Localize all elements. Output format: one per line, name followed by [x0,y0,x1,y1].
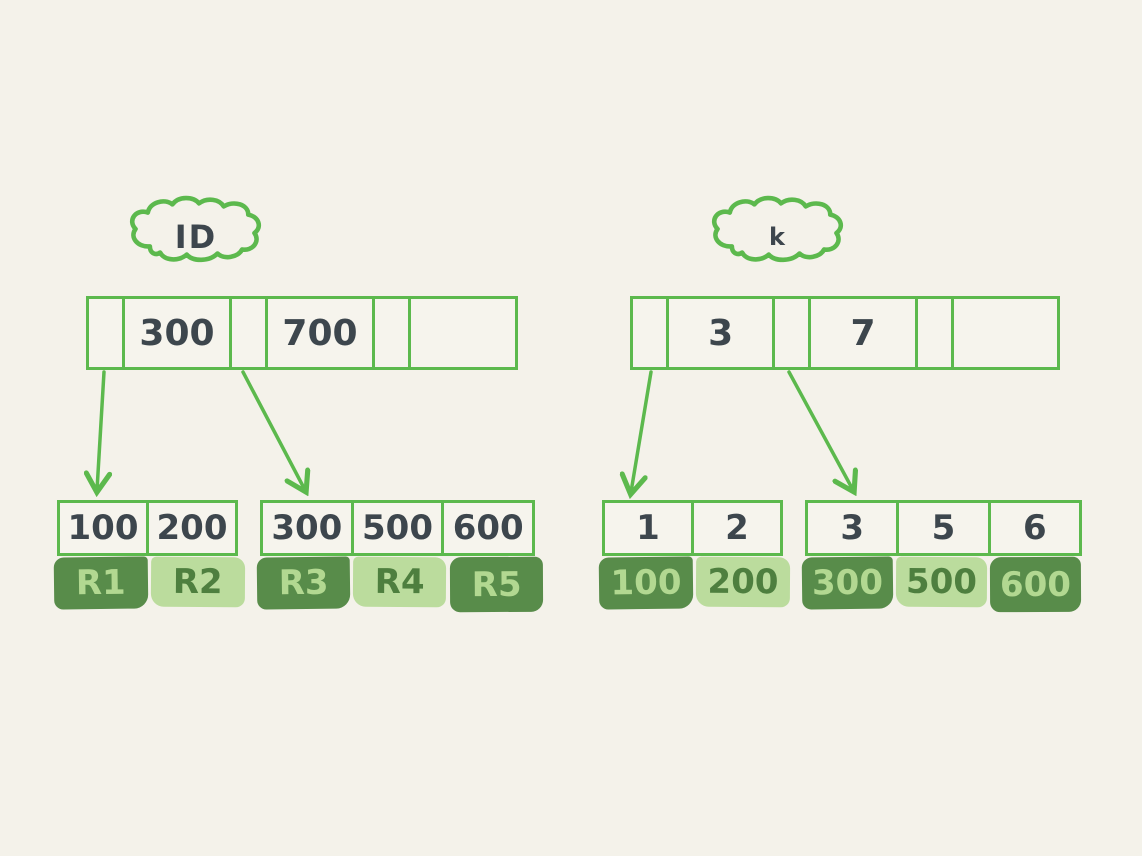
right-leaf1-value-2: 200 [695,556,791,608]
left-root-node: 300 700 [86,296,518,370]
right-index-label: k [769,223,787,251]
left-leaf1-keys: 100 200 [57,500,238,556]
right-root-node: 3 7 [630,296,1060,370]
left-root-key-cell-3 [411,299,515,367]
left-index-cloud: ID [118,190,274,272]
right-root-key-cell-2: 7 [811,299,918,367]
left-root-pointer-cell-3 [375,299,411,367]
left-leaf2-record-3: R5 [449,556,544,613]
left-root-key-cell-2: 700 [268,299,375,367]
left-leaf2-keys: 300 500 600 [260,500,535,556]
right-leaf1-key-2: 2 [725,508,749,548]
right-index-cloud: k [700,190,856,272]
left-leaf1-record-2: R2 [150,556,245,608]
right-root-pointer-cell-3 [918,299,954,367]
right-leaf1-keys: 1 2 [602,500,783,556]
left-leaf2-key-3: 600 [452,508,524,548]
cloud-icon [129,195,262,263]
left-leaf1-record-1: R1 [53,556,148,610]
right-root-key-cell-1: 3 [669,299,776,367]
right-root-pointer-cell-1 [633,299,669,367]
left-leaf1-key-2: 200 [156,508,228,548]
left-leaf2-key-1: 300 [263,503,354,553]
left-leaf2-record-2: R4 [353,556,447,608]
left-leaf1-records: R1 R2 [53,556,245,610]
cloud-icon [711,195,844,263]
right-leaf2-value-3: 600 [989,556,1082,613]
left-root-pointer-cell-2 [232,299,268,367]
left-leaf1-key-1: 100 [60,503,149,553]
right-leaf2-keys: 3 5 6 [805,500,1082,556]
right-leaf1-values: 100 200 [598,556,791,610]
right-root-key-cell-3 [954,299,1057,367]
left-leaf2-record-1: R3 [256,556,351,610]
right-leaf2-key-2: 5 [899,503,991,553]
right-leaf2-key-3: 6 [1022,508,1047,548]
right-root-pointer-cell-2 [775,299,812,367]
right-leaf2-value-1: 300 [801,556,894,610]
left-index-label: ID [174,218,218,256]
left-leaf2-key-2: 500 [354,503,445,553]
right-leaf1-key-1: 1 [605,503,694,553]
right-leaf2-key-1: 3 [808,503,900,553]
arrow-left-root-to-leaf2 [241,370,305,490]
left-root-key-cell-1: 300 [125,299,232,367]
arrow-right-root-to-leaf1 [631,370,653,492]
right-leaf2-values: 300 500 600 [801,556,1082,613]
right-leaf2-value-2: 500 [895,556,988,608]
left-root-pointer-cell-1 [89,299,125,367]
right-leaf1-value-1: 100 [598,556,694,610]
left-leaf2-records: R3 R4 R5 [256,556,544,613]
arrow-right-root-to-leaf2 [787,370,853,490]
arrow-left-root-to-leaf1 [97,370,104,490]
